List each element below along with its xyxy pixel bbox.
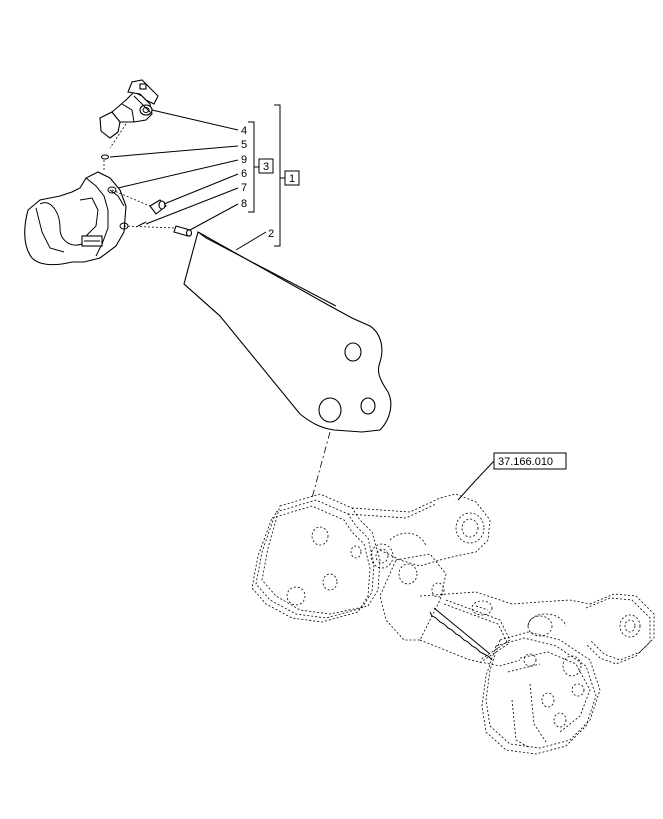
hook-part-icon (24, 171, 129, 266)
callout-7: 7 (241, 182, 247, 194)
pin-7-icon (137, 221, 147, 227)
spring-pin-icon (101, 154, 109, 160)
callout-5: 5 (241, 139, 247, 151)
reference-label: 37.166.010 (498, 456, 553, 468)
drawbar-plate-icon (183, 231, 392, 433)
latch-part-icon (99, 79, 159, 139)
hitch-frame-icon (251, 493, 655, 755)
callout-6: 6 (241, 168, 247, 180)
reference-37-166-010[interactable]: 37.166.010 (457, 452, 567, 501)
callout-2: 2 (268, 228, 274, 240)
callout-8: 8 (241, 198, 247, 210)
group-bracket-3: 3 (248, 121, 274, 213)
group-1-label: 1 (289, 173, 295, 185)
leader-lines (109, 109, 267, 251)
group-bracket-1: 1 (274, 104, 300, 247)
callout-4: 4 (241, 125, 247, 137)
pin-6-icon (149, 199, 167, 215)
group-3-label: 3 (263, 161, 269, 173)
callout-9: 9 (241, 154, 247, 166)
pin-8-icon (173, 225, 193, 237)
